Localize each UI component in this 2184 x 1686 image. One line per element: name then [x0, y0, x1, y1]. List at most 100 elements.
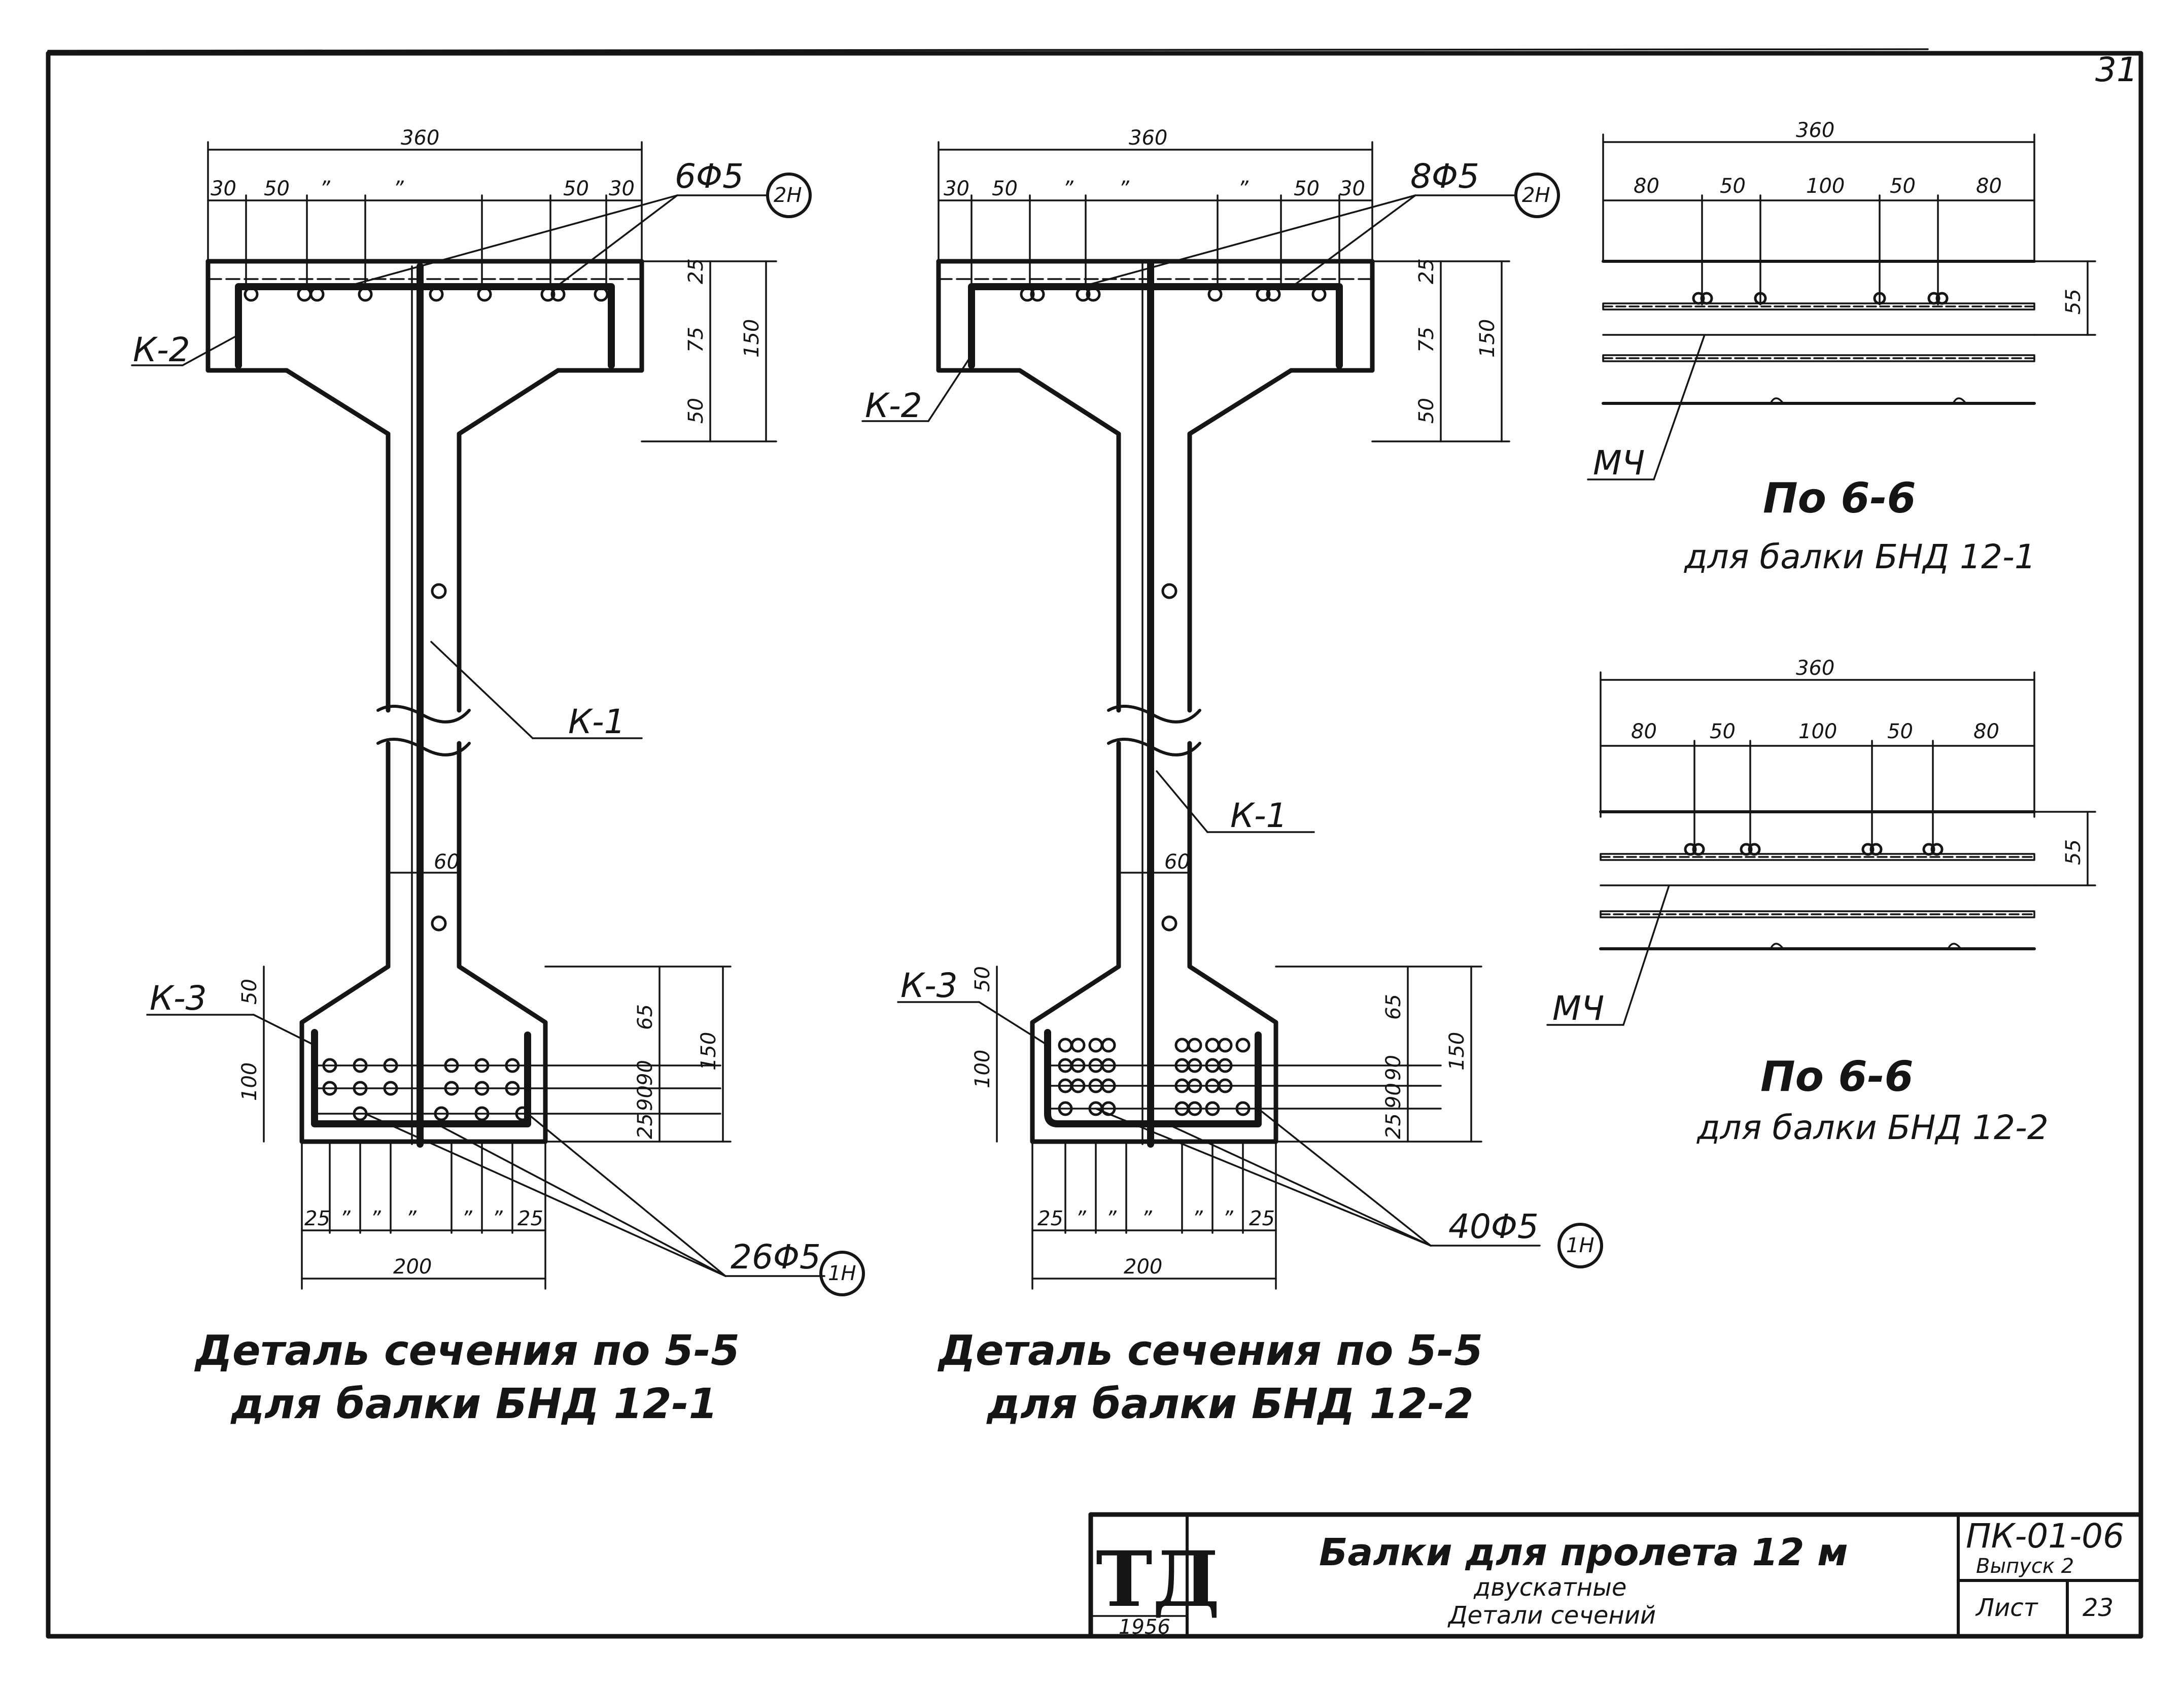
mid-dim-b-90b: 90 — [1382, 1083, 1405, 1109]
rb-dim-seg-1: 80 — [1631, 720, 1657, 743]
left-dim-bb-total: 200 — [393, 1255, 432, 1279]
rt-caption-line1: По 6-6 — [1763, 474, 1916, 523]
left-dim-b-90b: 90 — [634, 1085, 657, 1111]
left-dim-bb-4: ” — [406, 1207, 417, 1230]
right-top-section: 360 80 50 100 50 80 55 МЧ По 6-6 для бал… — [1587, 119, 2096, 576]
mid-caption-line2: для балки БНД 12-2 — [986, 1380, 1474, 1428]
mid-dim-b-90a: 90 — [1382, 1055, 1405, 1081]
rb-dim-seg-5: 80 — [1973, 720, 1999, 743]
mid-dim-bb-3: ” — [1106, 1207, 1117, 1230]
left-label-k3: К-3 — [150, 979, 207, 1018]
mid-mark-bottom-circle — [1557, 1223, 1603, 1268]
left-dim-seg-2: 50 — [264, 177, 290, 200]
rb-dim-seg-3: 100 — [1798, 720, 1837, 743]
mid-label-k2: К-2 — [865, 386, 922, 425]
rb-label-mesh: МЧ — [1552, 989, 1604, 1028]
title-logo: ТД — [1096, 1535, 1220, 1624]
left-dim-r-50: 50 — [684, 398, 708, 424]
rt-dim-seg-3: 100 — [1806, 175, 1845, 198]
left-label-k2: К-2 — [133, 330, 190, 369]
left-dim-total: 360 — [401, 126, 439, 150]
rt-dim-total: 360 — [1796, 119, 1834, 142]
middle-section: 360 30 50 ” ” ” 50 30 8Φ5 2Н — [861, 126, 1603, 1428]
mid-dim-seg-4: ” — [1119, 177, 1129, 200]
mid-dim-seg-3: ” — [1063, 177, 1073, 200]
title-sheet-label: Лист — [1975, 1594, 2039, 1622]
mid-dim-b-25: 25 — [1382, 1113, 1405, 1139]
mid-dim-bb-5: ” — [1192, 1207, 1203, 1230]
rt-label-mesh: МЧ — [1593, 443, 1645, 483]
mid-dim-total: 360 — [1129, 126, 1167, 150]
left-dim-bb-7: 25 — [517, 1207, 543, 1230]
mid-dim-r-50: 50 — [1415, 398, 1438, 424]
left-dim-l-50: 50 — [238, 979, 261, 1005]
left-dim-r-25: 25 — [684, 258, 708, 284]
title-sub1: двускатные — [1473, 1573, 1626, 1602]
left-caption-line1: Деталь сечения по 5-5 — [194, 1327, 740, 1375]
mid-dim-seg-5: ” — [1238, 177, 1249, 200]
left-dim-b-65: 65 — [634, 1004, 657, 1030]
rb-dim-height: 55 — [2062, 839, 2085, 865]
left-dim-r-150: 150 — [740, 319, 764, 358]
mid-caption-line1: Деталь сечения по 5-5 — [937, 1327, 1483, 1375]
left-dim-b-90a: 90 — [634, 1060, 657, 1086]
rt-dim-seg-4: 50 — [1890, 175, 1916, 198]
title-sub2: Детали сечений — [1447, 1601, 1656, 1630]
left-dim-seg-6: 30 — [609, 177, 635, 200]
rt-dim-height: 55 — [2062, 289, 2085, 315]
left-dim-bb-2: ” — [340, 1207, 351, 1230]
rb-dim-seg-4: 50 — [1887, 720, 1913, 743]
mid-rebar-bottom: 40Φ5 — [1448, 1207, 1539, 1246]
mid-dim-bb-4: ” — [1141, 1207, 1152, 1230]
mid-label-web: 60 — [1164, 850, 1190, 874]
left-rebar-bottom: 26Φ5 — [731, 1237, 821, 1277]
mid-dim-seg-1: 30 — [944, 177, 969, 200]
mid-dim-l-100: 100 — [971, 1050, 994, 1088]
top-edge-scratch — [47, 48, 1929, 52]
left-label-web: 60 — [434, 850, 460, 874]
title-year: 1956 — [1119, 1615, 1170, 1639]
left-dim-l-100: 100 — [238, 1062, 261, 1101]
left-caption-line2: для балки БНД 12-1 — [230, 1380, 718, 1428]
mid-label-k1: К-1 — [1230, 796, 1288, 835]
left-dim-bb-6: ” — [492, 1207, 503, 1230]
left-dim-b-25: 25 — [634, 1113, 657, 1139]
rb-dim-total: 360 — [1796, 657, 1834, 680]
left-top-rebar-dots — [244, 287, 609, 302]
rb-caption-line1: По 6-6 — [1760, 1053, 1914, 1101]
rt-dim-seg-1: 80 — [1634, 175, 1659, 198]
left-dim-bb-1: 25 — [304, 1207, 330, 1230]
mid-label-k3: К-3 — [900, 966, 958, 1005]
title-series: ПК-01-06 — [1966, 1517, 2124, 1556]
rb-caption-line2: для балки БНД 12-2 — [1696, 1108, 2049, 1147]
left-section: 360 30 50 ” ” 50 30 6Φ5 2Н — [131, 126, 865, 1428]
mid-dim-bb-1: 25 — [1037, 1207, 1063, 1230]
mid-dim-bb-2: ” — [1076, 1207, 1086, 1230]
left-bottom-rebar-dots — [322, 1058, 530, 1121]
rt-dim-seg-2: 50 — [1720, 175, 1746, 198]
page-number: 31 — [2095, 50, 2138, 89]
mid-dim-bb-6: ” — [1223, 1207, 1233, 1230]
rt-dim-seg-5: 80 — [1976, 175, 2002, 198]
mid-dim-b-150: 150 — [1445, 1032, 1469, 1071]
title-block: ТД 1956 Балки для пролета 12 м двускатны… — [1088, 1512, 2143, 1639]
mid-mark-bottom: 1Н — [1566, 1234, 1594, 1257]
left-dim-b-150: 150 — [697, 1032, 720, 1071]
mid-dim-r-150: 150 — [1476, 319, 1499, 358]
left-dim-seg-4: ” — [393, 177, 404, 200]
mid-dim-r-25: 25 — [1415, 258, 1438, 284]
mid-dim-seg-2: 50 — [992, 177, 1018, 200]
rt-caption-line2: для балки БНД 12-1 — [1684, 537, 2036, 576]
mid-mark-top: 2Н — [1522, 184, 1550, 207]
mid-dim-seg-6: 50 — [1294, 177, 1320, 200]
left-dim-bb-3: ” — [370, 1207, 381, 1230]
title-sheet-number: 23 — [2083, 1594, 2113, 1622]
right-bottom-section: 360 80 50 100 50 80 55 МЧ По 6-6 для бал… — [1546, 657, 2096, 1147]
mid-rebar-top: 8Φ5 — [1410, 157, 1479, 196]
sheet-frame — [46, 51, 2143, 1639]
left-dim-seg-5: 50 — [563, 177, 589, 200]
mid-top-rebar-dots — [1020, 287, 1327, 302]
mid-dim-bb-total: 200 — [1124, 1255, 1162, 1279]
mid-dim-b-65: 65 — [1382, 994, 1405, 1020]
